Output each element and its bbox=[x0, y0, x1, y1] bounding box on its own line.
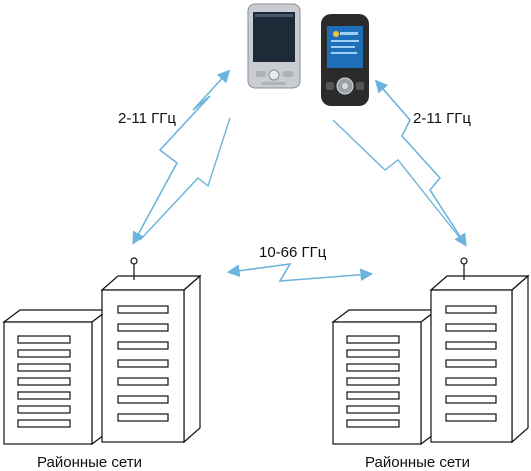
left-link-frequency-label: 2-11 ГГц bbox=[118, 110, 176, 127]
radio-link-left-inner bbox=[139, 117, 231, 241]
antenna-icon bbox=[460, 257, 468, 280]
right-network-caption: Районные сети bbox=[365, 454, 471, 471]
server-rack-icon bbox=[331, 274, 530, 446]
radio-link-center bbox=[226, 262, 374, 282]
radio-link-right bbox=[374, 79, 467, 247]
center-link-frequency-label: 10-66 ГГц bbox=[259, 244, 327, 261]
antenna-icon bbox=[130, 257, 138, 280]
left-network-caption: Районные сети bbox=[37, 454, 143, 471]
radio-link-left bbox=[132, 69, 231, 245]
right-link-frequency-label: 2-11 ГГц bbox=[413, 110, 471, 127]
pda-icon bbox=[247, 3, 301, 89]
smartphone-icon bbox=[321, 14, 369, 106]
radio-link-right-inner bbox=[332, 119, 461, 239]
server-rack-icon bbox=[2, 274, 202, 446]
